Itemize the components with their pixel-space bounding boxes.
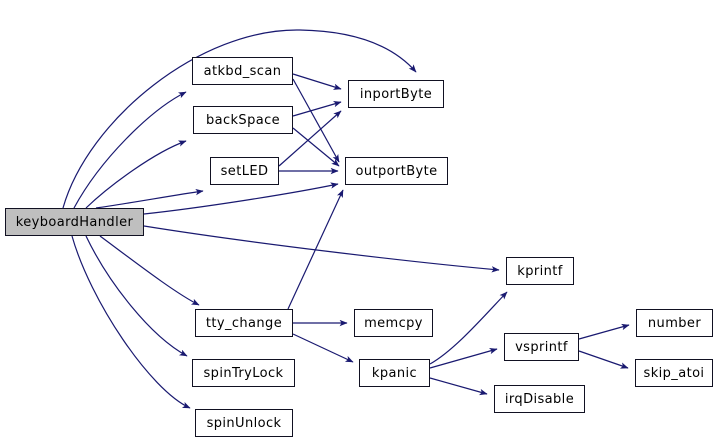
graph-node-tty_change[interactable]: tty_change (195, 309, 293, 337)
edge-tty_change-to-outportByte (287, 189, 344, 310)
edge-keyboardHandler-to-setLED (95, 188, 204, 209)
graph-node-label: kpanic (371, 365, 418, 381)
graph-node-label: irqDisable (504, 391, 575, 407)
edge-kpanic-to-vsprintf (429, 347, 498, 369)
edge-keyboardHandler-to-outportByte (143, 182, 339, 215)
graph-node-backSpace[interactable]: backSpace (193, 106, 293, 134)
graph-node-kprintf[interactable]: kprintf (506, 257, 574, 285)
edge-vsprintf-to-number (578, 323, 630, 340)
edge-keyboardHandler-to-kprintf (143, 225, 500, 273)
edge-backSpace-to-outportByte (292, 127, 340, 167)
graph-node-setLED[interactable]: setLED (210, 157, 279, 185)
graph-node-label: outportByte (355, 163, 438, 179)
graph-node-skip_atoi[interactable]: skip_atoi (635, 359, 713, 387)
edge-keyboardHandler-to-atkbd_scan (73, 91, 187, 209)
graph-node-label: tty_change (205, 315, 283, 331)
edge-kpanic-to-kprintf (429, 291, 508, 365)
graph-node-spinUnlock[interactable]: spinUnlock (195, 409, 293, 437)
edge-keyboardHandler-to-backSpace (85, 140, 187, 209)
graph-node-label: backSpace (205, 112, 281, 128)
graph-node-spinTryLock[interactable]: spinTryLock (192, 359, 295, 387)
graph-node-inportByte[interactable]: inportByte (348, 80, 444, 108)
graph-node-memcpy[interactable]: memcpy (354, 309, 433, 337)
graph-node-number[interactable]: number (636, 309, 713, 337)
edge-keyboardHandler-to-inportByte (62, 29, 417, 209)
graph-node-keyboardHandler[interactable]: keyboardHandler (5, 208, 144, 236)
edge-atkbd_scan-to-outportByte (292, 78, 340, 163)
edge-keyboardHandler-to-spinTryLock (85, 235, 188, 357)
graph-node-label: skip_atoi (643, 365, 705, 381)
graph-node-label: setLED (220, 163, 269, 179)
edge-kpanic-to-irqDisable (429, 377, 488, 396)
graph-node-vsprintf[interactable]: vsprintf (504, 333, 579, 361)
graph-node-kpanic[interactable]: kpanic (359, 359, 430, 387)
edge-vsprintf-to-skip_atoi (578, 350, 629, 369)
graph-node-outportByte[interactable]: outportByte (345, 157, 448, 185)
edge-keyboardHandler-to-tty_change (99, 235, 200, 306)
graph-node-label: kprintf (517, 263, 563, 279)
edge-keyboardHandler-to-spinUnlock (71, 235, 191, 409)
graph-node-label: spinUnlock (206, 415, 282, 431)
edge-setLED-to-inportByte (278, 110, 342, 167)
graph-node-label: number (647, 315, 702, 331)
edge-backSpace-to-inportByte (292, 100, 342, 117)
graph-node-label: memcpy (364, 315, 423, 331)
graph-node-label: atkbd_scan (203, 63, 282, 79)
edge-tty_change-to-kpanic (292, 333, 354, 363)
graph-node-atkbd_scan[interactable]: atkbd_scan (192, 57, 293, 85)
graph-node-irqDisable[interactable]: irqDisable (494, 385, 585, 413)
graph-node-label: vsprintf (515, 339, 568, 355)
graph-node-label: spinTryLock (203, 365, 284, 381)
graph-node-label: keyboardHandler (15, 214, 134, 230)
graph-node-label: inportByte (359, 86, 433, 102)
edge-atkbd_scan-to-inportByte (292, 73, 342, 90)
